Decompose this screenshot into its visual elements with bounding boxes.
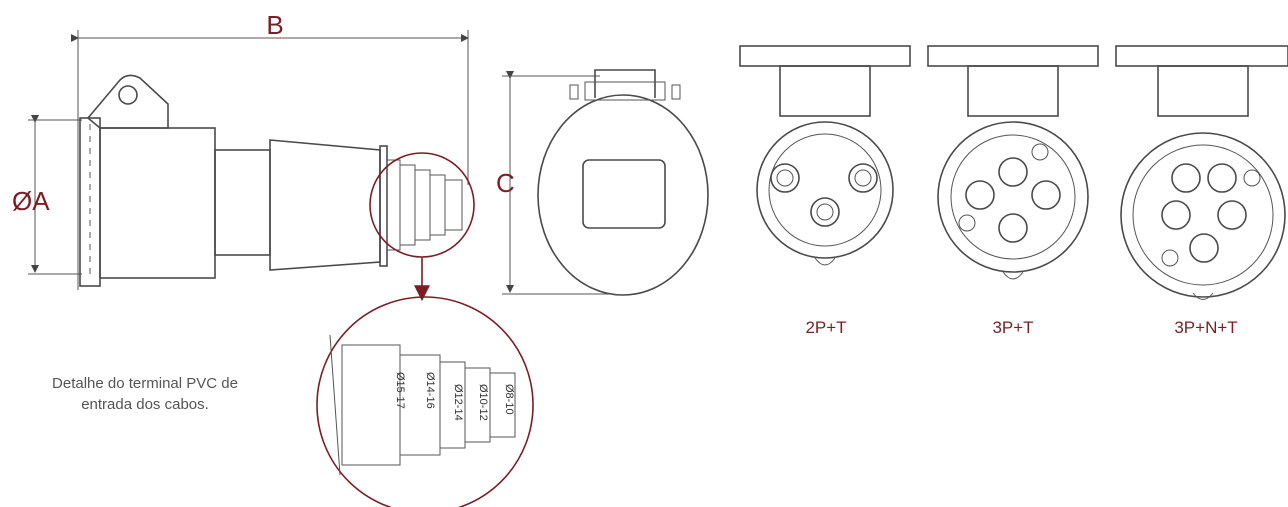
config-label-2p-t: 2P+T xyxy=(805,318,847,337)
config-3-pin-l3 xyxy=(1161,200,1191,230)
config-3-tab xyxy=(1192,292,1214,300)
plug-side-view: B ØA xyxy=(12,10,475,302)
config-3-pin-earth xyxy=(1189,233,1219,263)
config-2-pin-l1 xyxy=(965,180,995,210)
config-1-bracket xyxy=(779,65,871,117)
config-3-screw-bottom xyxy=(1161,249,1179,267)
config-2-screw-top xyxy=(1031,143,1049,161)
config-1-pin-left-core xyxy=(776,169,794,187)
terminal-step-5 xyxy=(341,344,401,466)
config-2-tab xyxy=(1002,271,1024,280)
plug-gland-plate xyxy=(379,145,388,267)
dimension-c-label: C xyxy=(496,168,515,198)
terminal-step-2 xyxy=(464,367,491,443)
config-3-bracket xyxy=(1157,65,1249,117)
config-2-pin-earth xyxy=(998,213,1028,243)
config-1-face-outer xyxy=(756,121,894,259)
config-2-top-bar xyxy=(927,45,1099,67)
terminal-detail: Ø8-10 Ø10-12 Ø12-14 Ø14-16 Ø15-17 xyxy=(316,296,534,507)
config-1-pin-right xyxy=(848,163,878,193)
terminal-range-3: Ø12-14 xyxy=(452,384,464,421)
config-label-3p-t: 3P+T xyxy=(992,318,1034,337)
config-1-tab xyxy=(814,257,836,266)
config-1-pin-earth xyxy=(810,197,840,227)
lid-outline xyxy=(537,94,709,296)
config-3-face-inner xyxy=(1132,144,1274,286)
detail-highlight-circle xyxy=(369,152,475,258)
caption-line-2: entrada dos cabos. xyxy=(81,396,209,413)
config-2-bracket xyxy=(967,65,1059,117)
config-3-pin-n xyxy=(1217,200,1247,230)
caption-line-1: Detalhe do terminal PVC de xyxy=(52,375,238,392)
dimension-b-label: B xyxy=(266,10,283,40)
config-2-pin-l2 xyxy=(998,157,1028,187)
plug-hinge-lug xyxy=(86,74,169,129)
config-3-pin-l2 xyxy=(1207,163,1237,193)
lid-hinge-bar xyxy=(584,81,666,101)
plug-cone xyxy=(269,139,381,271)
terminal-detail-caption: Detalhe do terminal PVC de entrada dos c… xyxy=(0,373,290,415)
lid-window xyxy=(582,159,666,229)
lid-hinge-screw-right xyxy=(671,84,681,100)
terminal-detail-edge xyxy=(329,334,341,476)
terminal-range-1: Ø8-10 xyxy=(503,384,515,415)
lid-hinge-bracket xyxy=(594,69,656,98)
config-1-face-inner xyxy=(768,133,882,247)
config-2-face-outer xyxy=(937,121,1089,273)
terminal-step-1 xyxy=(489,372,516,438)
terminal-step-4 xyxy=(399,354,441,456)
config-3-screw-top xyxy=(1243,169,1261,187)
config-2-face-inner xyxy=(950,134,1076,260)
plug-stepped-terminal xyxy=(386,159,463,251)
terminal-detail-circle xyxy=(316,296,534,507)
terminal-range-4: Ø14-16 xyxy=(424,372,436,409)
config-label-3p-n-t: 3P+N+T xyxy=(1174,318,1238,337)
config-1-pin-left xyxy=(770,163,800,193)
config-1-pin-right-core xyxy=(854,169,872,187)
terminal-step-3 xyxy=(439,361,466,449)
plug-hinge-hole xyxy=(118,85,138,105)
config-3p-n-t-drawing xyxy=(1115,45,1288,300)
config-3-face-outer xyxy=(1120,132,1286,298)
config-3-top-bar xyxy=(1115,45,1288,67)
config-1-top-bar xyxy=(739,45,911,67)
config-2p-t-drawing xyxy=(739,45,911,266)
plug-neck xyxy=(214,149,271,256)
config-2-screw-bottom xyxy=(958,214,976,232)
config-1-pin-earth-core xyxy=(816,203,834,221)
config-2-pin-l3 xyxy=(1031,180,1061,210)
plug-front-view: C xyxy=(496,69,709,296)
terminal-range-2: Ø10-12 xyxy=(477,384,489,421)
config-3-pin-l1 xyxy=(1171,163,1201,193)
dimension-a-label: ØA xyxy=(12,186,50,216)
lid-hinge-screw-left xyxy=(569,84,579,100)
terminal-range-5: Ø15-17 xyxy=(394,372,406,409)
plug-body xyxy=(99,127,216,279)
config-3p-t-drawing xyxy=(927,45,1099,280)
